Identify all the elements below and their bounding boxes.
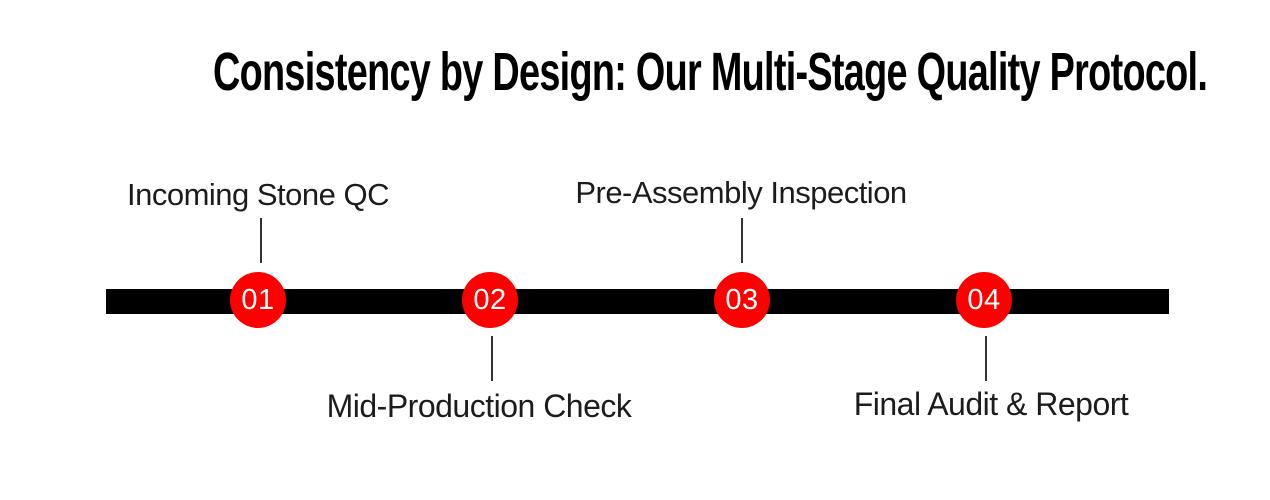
stage-3-marker: 03 — [714, 272, 770, 328]
stage-1-marker: 01 — [230, 272, 286, 328]
page-title-text: Consistency by Design: Our Multi-Stage Q… — [213, 42, 1208, 102]
stage-2-connector-line — [491, 336, 493, 381]
stage-3-number: 03 — [725, 283, 759, 316]
stage-1-label: Incoming Stone QC — [126, 177, 390, 212]
stage-4-label: Final Audit & Report — [853, 386, 1129, 422]
stage-4-number: 04 — [967, 283, 1001, 316]
stage-3-label: Pre-Assembly Inspection — [575, 175, 907, 210]
stage-4-connector-line — [985, 336, 987, 381]
stage-4-marker: 04 — [956, 272, 1012, 328]
page-title: Consistency by Design: Our Multi-Stage Q… — [0, 42, 1270, 102]
stage-1-connector-line — [260, 218, 262, 263]
stage-2-marker: 02 — [462, 272, 518, 328]
stage-1-number: 01 — [241, 283, 275, 316]
stage-2-label: Mid-Production Check — [326, 388, 632, 424]
stage-2-number: 02 — [473, 283, 507, 316]
stage-3-connector-line — [741, 218, 743, 263]
